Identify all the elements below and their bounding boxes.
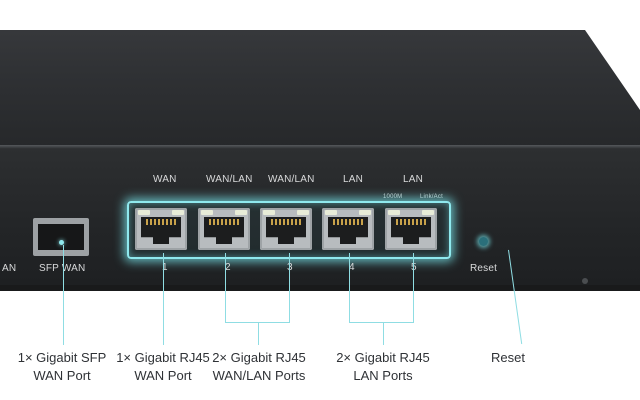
wan-callout-line [163, 253, 164, 345]
rj45-port-3 [260, 208, 312, 250]
port-header-4: LAN [343, 174, 364, 185]
led-speed-label: 1000M [383, 194, 403, 200]
reset-label: Reset [470, 263, 498, 274]
rj45-pins-icon [209, 219, 239, 225]
router-base-edge [0, 285, 640, 291]
port-header-3: WAN/LAN [268, 174, 315, 185]
callout-wanlan-line2: WAN/LAN Ports [212, 368, 306, 383]
screw-icon [582, 278, 588, 284]
callout-wanlan-line1: 2× Gigabit RJ45 [212, 350, 306, 365]
callout-sfp-line1: 1× Gigabit SFP [17, 350, 107, 365]
rj45-port-4 [322, 208, 374, 250]
port-led-icon [263, 210, 275, 215]
port-led-icon [297, 210, 309, 215]
callout-sfp-wan: 1× Gigabit SFP WAN Port [12, 349, 112, 385]
wanlan-bracket-right [289, 253, 290, 323]
rj45-port-2 [198, 208, 250, 250]
sfp-slot-icon [38, 224, 84, 250]
callout-sfp-line2: WAN Port [33, 368, 91, 383]
callout-lan-line2: LAN Ports [353, 368, 413, 383]
port-led-icon [235, 210, 247, 215]
rj45-pins-icon [271, 219, 301, 225]
port-led-icon [359, 210, 371, 215]
callout-wan-line2: WAN Port [134, 368, 192, 383]
sfp-port-label: SFP WAN [39, 263, 86, 274]
sfp-callout-line [63, 245, 64, 345]
callout-wan-line1: 1× Gigabit RJ45 [116, 350, 210, 365]
wanlan-callout-line [258, 322, 259, 345]
rj45-pins-icon [396, 219, 426, 225]
callout-rj45-wanlan: 2× Gigabit RJ45 WAN/LAN Ports [206, 349, 312, 385]
router-cover-edge [0, 145, 640, 149]
reset-button [479, 237, 488, 246]
port-led-icon [388, 210, 400, 215]
led-link-act-label: Link/Act [420, 194, 443, 200]
port-led-icon [201, 210, 213, 215]
lan-bracket-right [413, 253, 414, 323]
lan-callout-line [383, 322, 384, 345]
edge-port-label: AN [2, 263, 17, 274]
port-header-5: LAN [403, 174, 424, 185]
port-led-icon [138, 210, 150, 215]
sfp-port [33, 218, 89, 256]
callout-reset: Reset [480, 349, 536, 367]
rj45-port-1 [135, 208, 187, 250]
callout-lan-line1: 2× Gigabit RJ45 [336, 350, 430, 365]
port-led-icon [325, 210, 337, 215]
wanlan-bracket-left [225, 253, 226, 323]
rj45-pins-icon [146, 219, 176, 225]
sfp-indicator-icon [59, 240, 64, 245]
router-top-cover [0, 30, 640, 150]
port-number-1: 1 [162, 262, 168, 273]
port-number-2: 2 [225, 262, 231, 273]
port-header-1: WAN [153, 174, 177, 185]
port-led-icon [422, 210, 434, 215]
rj45-port-5 [385, 208, 437, 250]
callout-reset-line1: Reset [491, 350, 525, 365]
lan-bracket-bottom [349, 322, 414, 323]
port-number-4: 4 [349, 262, 355, 273]
lan-bracket-left [349, 253, 350, 323]
callout-rj45-lan: 2× Gigabit RJ45 LAN Ports [330, 349, 436, 385]
rj45-pins-icon [333, 219, 363, 225]
callout-rj45-wan: 1× Gigabit RJ45 WAN Port [110, 349, 216, 385]
port-led-icon [172, 210, 184, 215]
router-front-panel [0, 149, 640, 285]
port-header-2: WAN/LAN [206, 174, 253, 185]
wanlan-bracket-bottom [225, 322, 290, 323]
